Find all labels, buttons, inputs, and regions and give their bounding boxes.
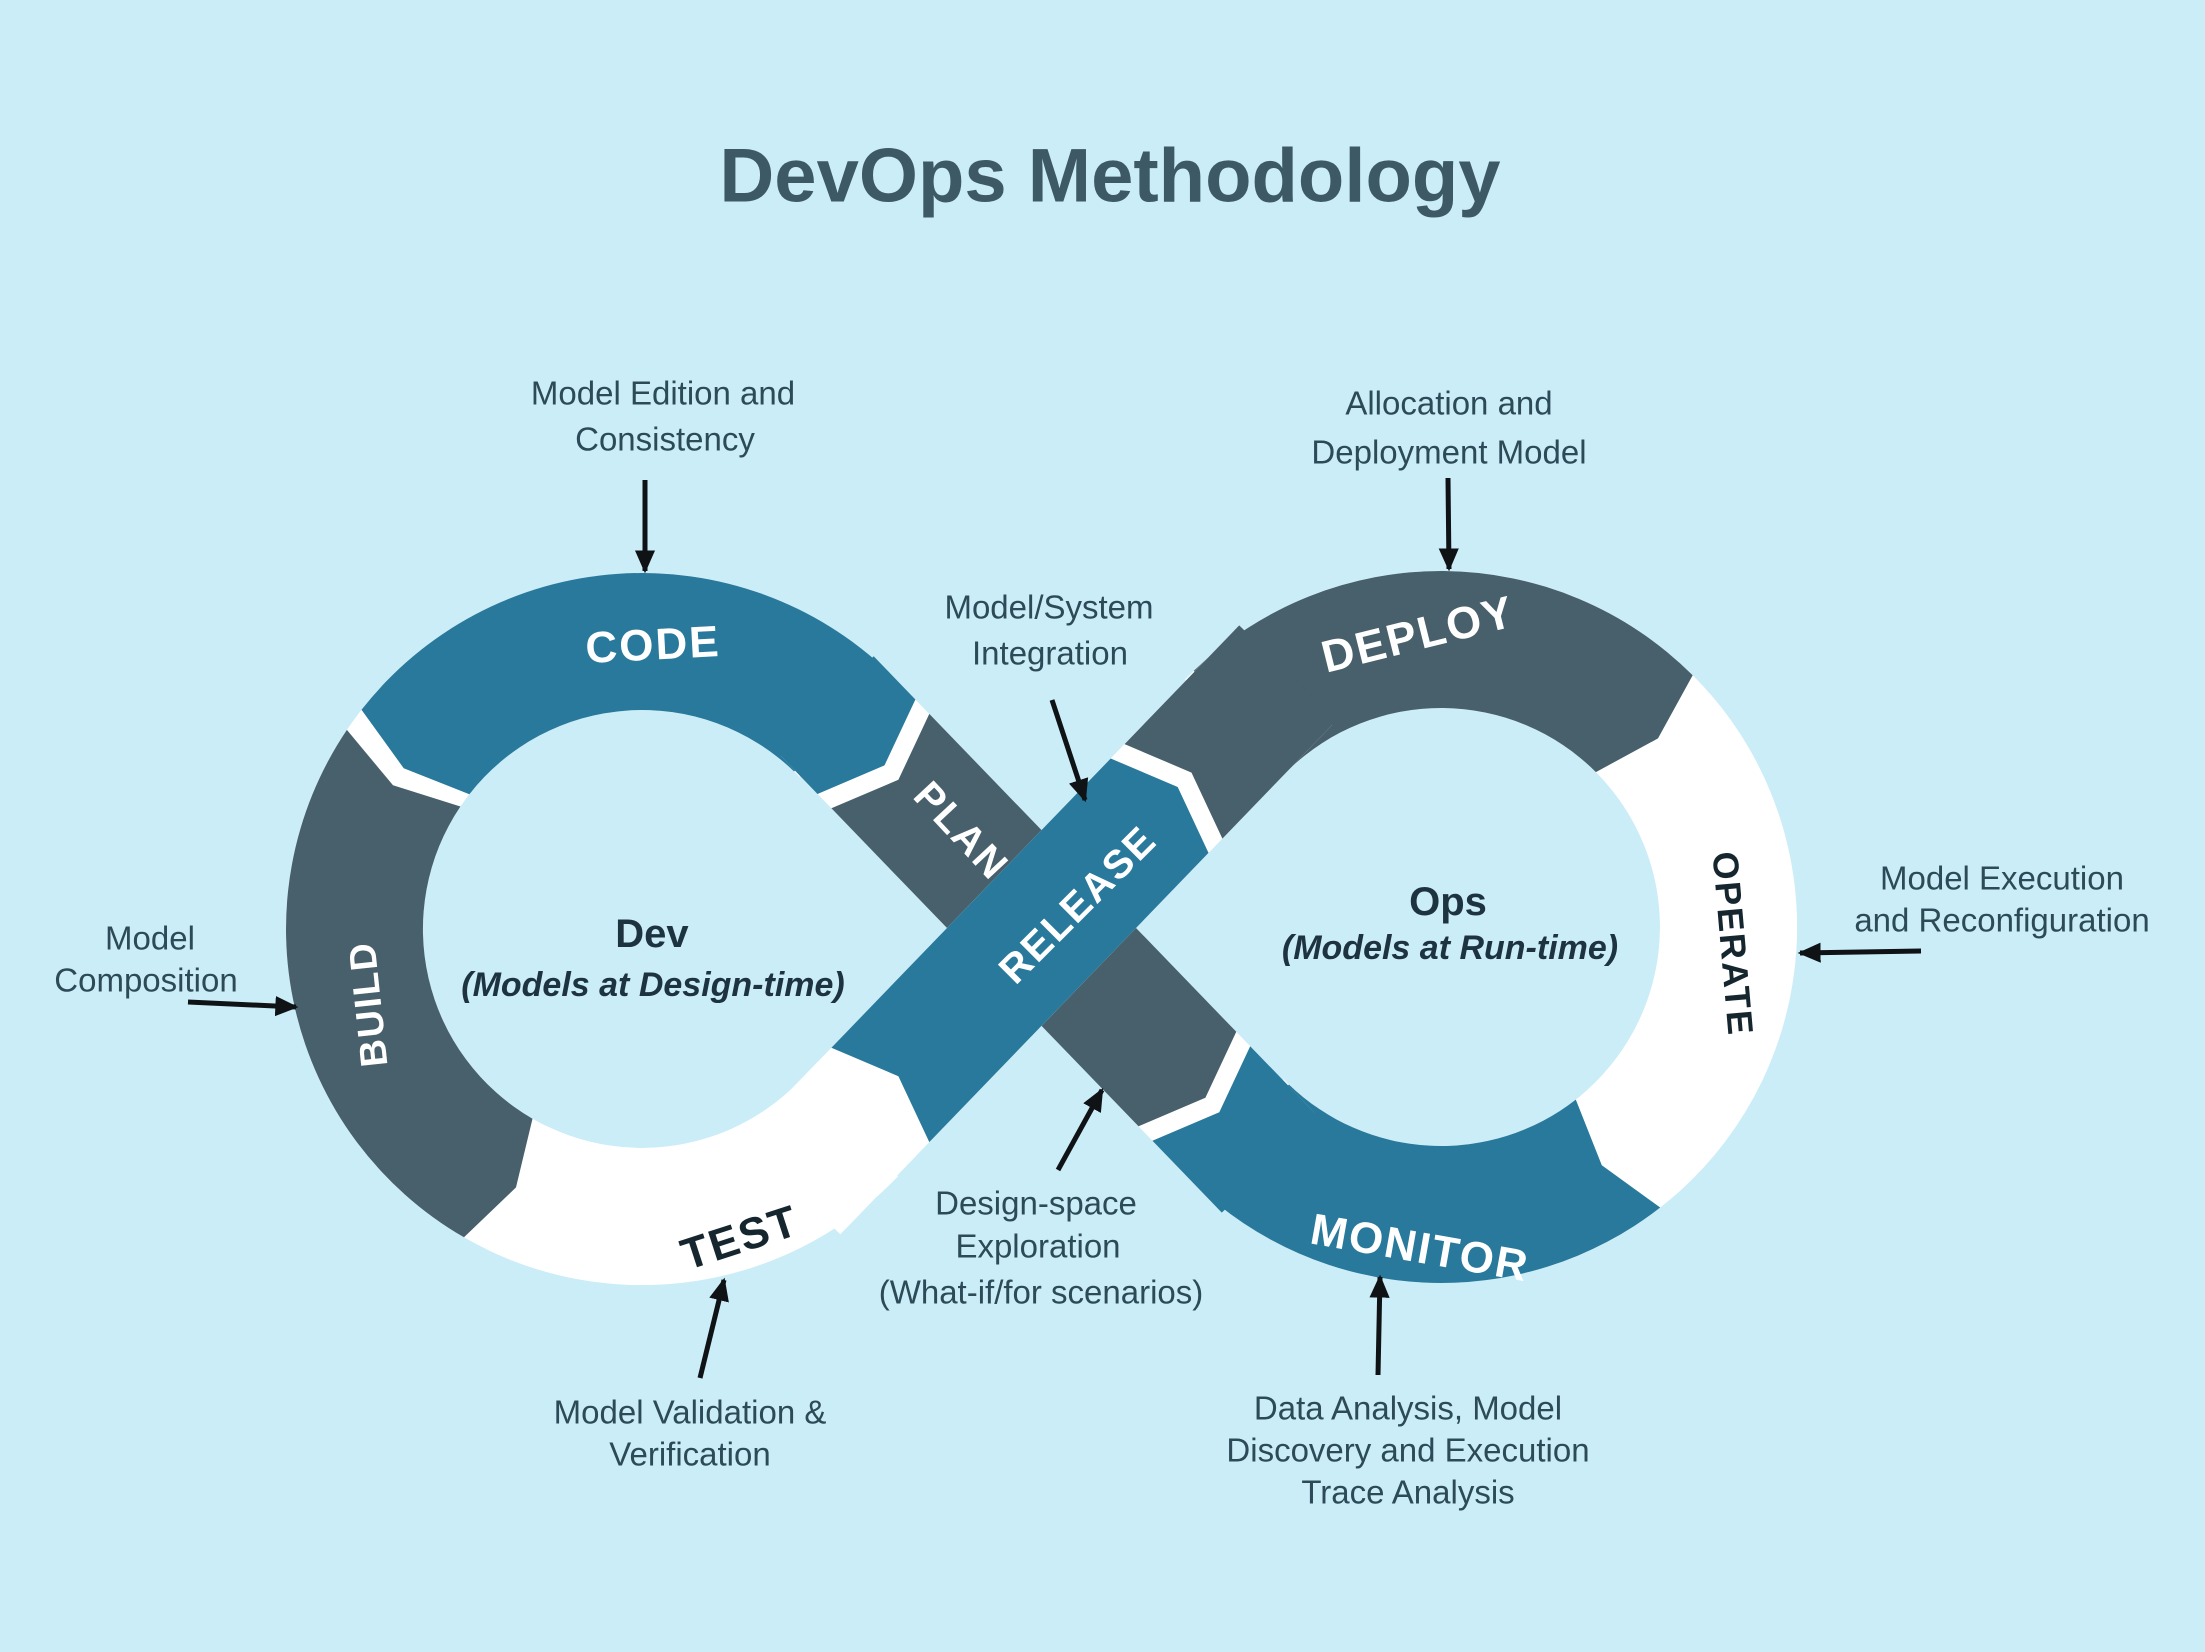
infinity-ribbon [286, 571, 1798, 1286]
arrow-execution [1797, 942, 1922, 963]
ops-subtitle: (Models at Run-time) [1282, 929, 1618, 967]
annotation-validation-line1: Model Validation & [554, 1394, 827, 1431]
segment-operate-arc [1587, 693, 1798, 1192]
annotation-execution-line2: and Reconfiguration [1854, 902, 2149, 939]
annotation-allocation-line1: Allocation and [1345, 385, 1552, 422]
annotation-data-analysis-line3: Trace Analysis [1301, 1474, 1514, 1511]
arrow-composition [187, 995, 299, 1017]
annotation-integration-line2: Integration [972, 635, 1128, 672]
arrow-validation [697, 1277, 729, 1379]
segment-monitor-arc [1193, 1084, 1661, 1284]
page-title: DevOps Methodology [719, 134, 1500, 219]
test-band-stub [742, 1062, 916, 1235]
annotation-integration-line1: Model/System [944, 589, 1153, 626]
dev-subtitle: (Models at Design-time) [461, 966, 844, 1004]
annotation-model-edition-line2: Consistency [575, 421, 755, 458]
ops-title: Ops [1409, 880, 1487, 924]
annotation-design-space-line1: Design-space [935, 1185, 1137, 1222]
segment-build-arc [286, 729, 533, 1238]
arrow-integration [1049, 699, 1089, 803]
annotation-validation-line2: Verification [609, 1436, 770, 1473]
segment-code-arc [361, 572, 890, 795]
arrow-design-space [1055, 1087, 1105, 1172]
annotation-data-analysis-line2: Discovery and Execution [1226, 1432, 1589, 1469]
arrow-allocation [1438, 477, 1459, 572]
code-band-stub [775, 656, 916, 794]
annotation-allocation-line2: Deployment Model [1311, 434, 1586, 471]
dev-title: Dev [615, 912, 689, 956]
segment-release-band [831, 758, 1209, 1143]
deploy-band-stub [1124, 625, 1337, 839]
arrow-data-analysis [1369, 1274, 1390, 1376]
annotation-design-space-line3: (What-if/for scenarios) [879, 1274, 1204, 1311]
annotation-composition-line1: Model [105, 920, 195, 957]
annotation-arrows [187, 477, 1922, 1379]
annotation-design-space-line2: Exploration [955, 1228, 1120, 1265]
monitor-band-stub [1152, 1046, 1320, 1213]
annotation-execution-line1: Model Execution [1880, 860, 2124, 897]
annotation-model-edition-line1: Model Edition and [531, 375, 795, 412]
annotation-composition-line2: Composition [54, 962, 237, 999]
segment-label-code: CODE [584, 617, 722, 673]
annotation-data-analysis-line1: Data Analysis, Model [1254, 1390, 1562, 1427]
